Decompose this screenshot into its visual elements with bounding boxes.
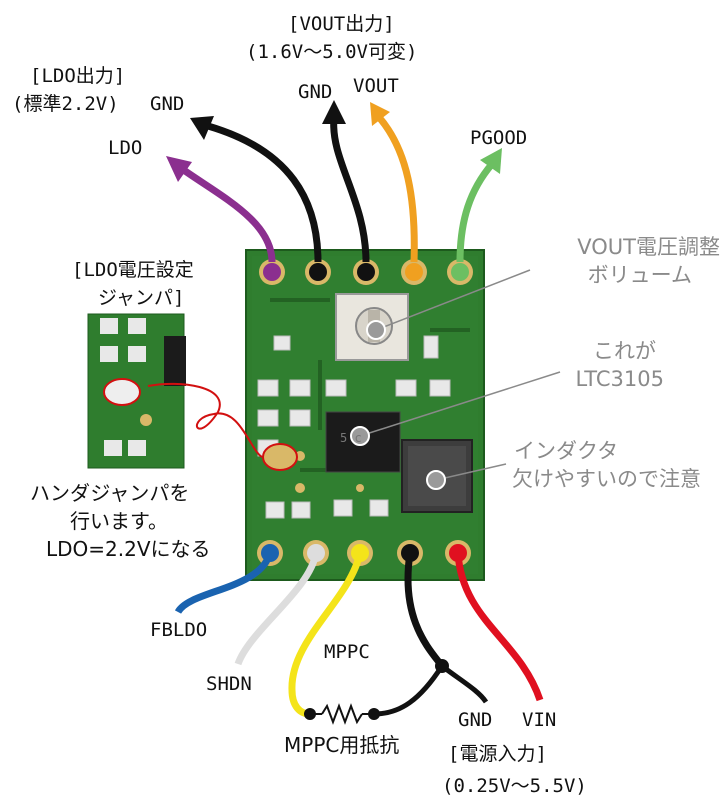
- mppc-wire: [288, 552, 364, 718]
- junction-dot: [435, 659, 449, 673]
- arrow-head-ldo: [166, 156, 192, 182]
- jumper-inset: [87, 313, 186, 469]
- callout-inductor-line: [435, 463, 507, 481]
- power-input-label: [電源入力]: [448, 743, 547, 765]
- jumper-note-2: 行います。: [70, 509, 168, 533]
- pcb-board: [245, 249, 485, 581]
- gnd-wire-left: [207, 122, 322, 263]
- vout-output-range: (1.6V～5.0V可変): [246, 41, 418, 63]
- power-range-label: (0.25V～5.5V): [442, 775, 587, 797]
- arrow-head-gnd-left: [190, 116, 214, 140]
- resistor-return-wire: [373, 664, 445, 717]
- vin-label: VIN: [522, 709, 557, 731]
- arrow-head-vout: [370, 102, 390, 126]
- callout-ic-dot: [350, 426, 370, 446]
- junction-dot: [304, 708, 316, 720]
- jumper-note-3: LDO=2.2Vになる: [46, 537, 211, 561]
- vout-pot-label-1: VOUT電圧調整: [577, 235, 720, 259]
- vout-wire: [375, 113, 418, 263]
- pgood-wire: [456, 161, 495, 263]
- gnd-wire-mid: [330, 117, 370, 263]
- mppc-label: MPPC: [324, 641, 370, 663]
- gnd-top-mid-label: GND: [298, 81, 333, 103]
- fbldo-wire: [174, 551, 274, 615]
- shdn-wire: [234, 552, 320, 666]
- jumper-note-1: ハンダジャンパを: [30, 481, 190, 505]
- gnd-bottom-label: GND: [458, 709, 493, 731]
- arrow-head-gnd-mid: [322, 100, 346, 124]
- gnd-wire-bottom: [404, 552, 445, 669]
- inductor-label-2: 欠けやすいので注意: [512, 467, 701, 491]
- mppc-resistor-label: MPPC用抵抗: [284, 733, 400, 757]
- vout-output-title: [VOUT出力]: [288, 13, 395, 35]
- vout-label: VOUT: [353, 75, 399, 97]
- fbldo-label: FBLDO: [150, 619, 208, 641]
- ldo-wire: [175, 163, 276, 263]
- jumper-title-2: ジャンパ]: [98, 287, 185, 309]
- ic-label-2: LTC3105: [575, 367, 664, 391]
- vin-wire: [454, 552, 544, 702]
- jumper-link-line: [147, 382, 263, 458]
- callout-inductor-dot: [426, 470, 446, 490]
- gnd-bottom-lead: [440, 664, 489, 704]
- ldo-output-note: (標準2.2V): [12, 93, 119, 115]
- callout-pot-dot: [366, 320, 386, 340]
- ic-label-1: これが: [593, 339, 656, 363]
- shdn-label: SHDN: [206, 673, 252, 695]
- callout-pot-line: [375, 269, 531, 331]
- ldo-output-title: [LDO出力]: [30, 65, 126, 87]
- inductor-label-1: インダクタ: [514, 439, 619, 463]
- vout-pot-label-2: ボリューム: [587, 263, 692, 287]
- gnd-top-left-label: GND: [150, 93, 185, 115]
- ldo-label: LDO: [108, 137, 143, 159]
- ic-marking: 5 c: [340, 431, 362, 445]
- resistor-symbol: [304, 703, 380, 725]
- callout-ic-line: [359, 371, 561, 437]
- junction-dot: [368, 708, 380, 720]
- jumper-title-1: [LDO電圧設定: [72, 259, 194, 281]
- arrow-head-pgood: [480, 148, 502, 174]
- pgood-label: PGOOD: [470, 127, 528, 149]
